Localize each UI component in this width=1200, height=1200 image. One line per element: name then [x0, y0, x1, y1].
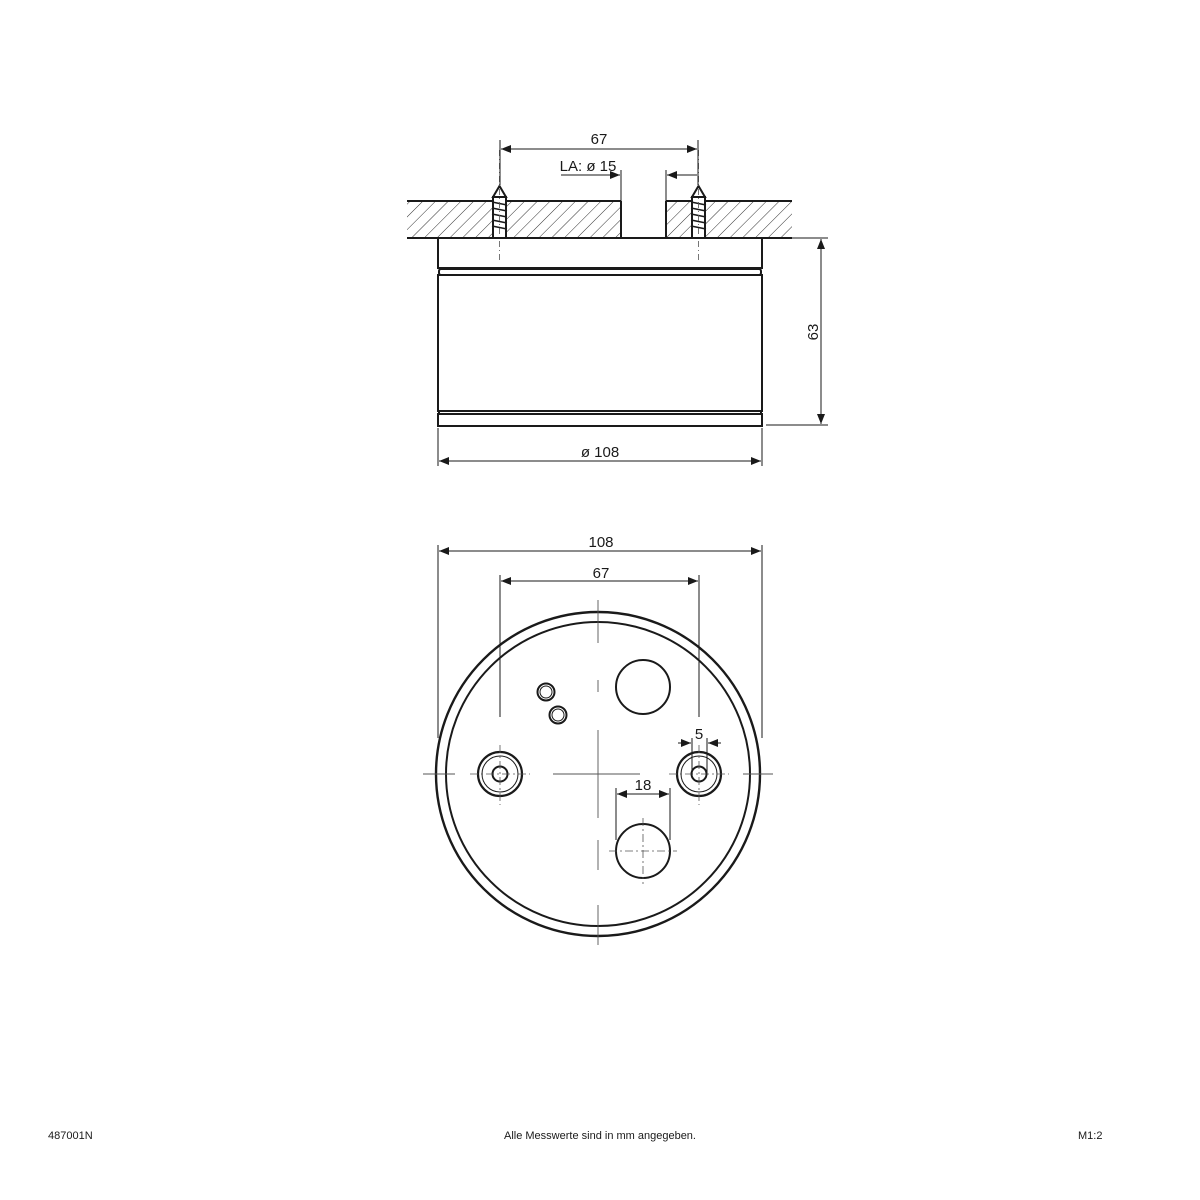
dimension-diameter: ø 108 [437, 428, 763, 466]
mounting-hole-right [669, 745, 729, 805]
ceiling-slab [407, 200, 792, 239]
dimension-screw-spacing-bottom: 67 [499, 565, 700, 717]
dim-label-67-bottom: 67 [593, 565, 610, 582]
dim-label-67: 67 [591, 131, 608, 148]
side-view: 67 LA: ø 15 63 ø 108 [407, 131, 828, 466]
centerlines [423, 600, 773, 945]
dimension-cable-hole: LA: ø 15 [560, 158, 697, 201]
dim-label-5: 5 [695, 726, 703, 743]
small-hole [536, 682, 556, 702]
bottom-view: 108 67 [423, 534, 773, 945]
dimension-hole-diameter: 18 [615, 777, 671, 840]
dim-label-18: 18 [635, 777, 652, 794]
dimension-slot-width: 5 [678, 726, 721, 775]
dim-label-cable-hole: LA: ø 15 [560, 158, 617, 175]
scale-label: M1:2 [1078, 1130, 1103, 1142]
small-hole [548, 705, 568, 725]
dim-label-diameter: ø 108 [581, 444, 619, 461]
dim-label-108: 108 [588, 534, 613, 551]
dimension-screw-spacing: 67 [499, 131, 699, 185]
measurement-note: Alle Messwerte sind in mm angegeben. [504, 1130, 696, 1142]
dim-label-63: 63 [805, 324, 822, 341]
dimension-outer-diameter: 108 [437, 534, 763, 738]
article-number: 487001N [48, 1130, 93, 1142]
bottom-hole [609, 818, 677, 884]
mounting-hole-left [470, 745, 530, 805]
luminaire-body [437, 237, 763, 427]
dimension-height: 63 [766, 237, 828, 426]
cable-entry-hole [615, 659, 671, 715]
